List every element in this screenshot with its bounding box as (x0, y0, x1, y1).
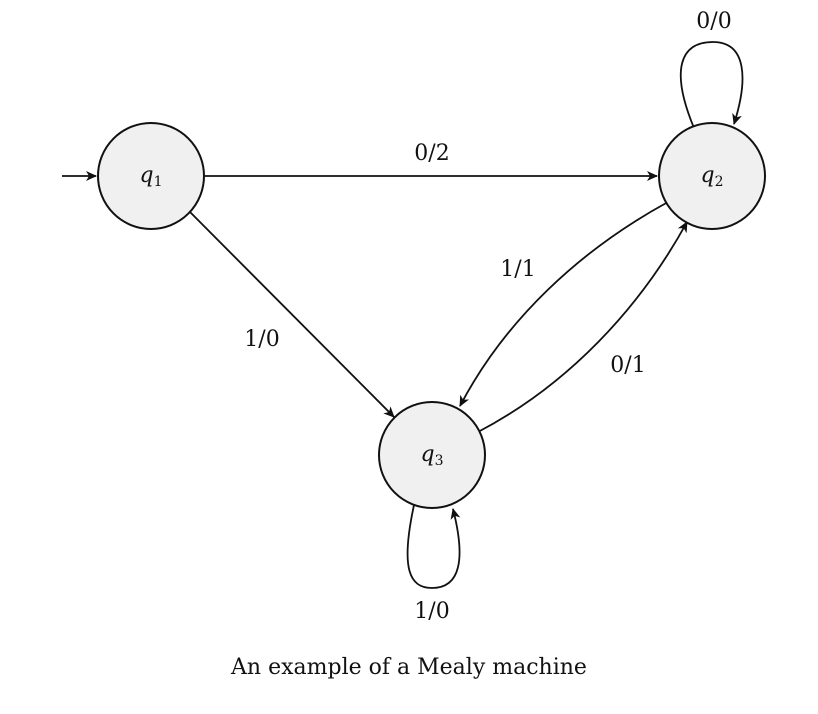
state-q3-circle (378, 401, 486, 509)
edge-q2-q3 (459, 201, 669, 407)
state-q3: q3 (378, 401, 486, 509)
state-q1: q1 (97, 122, 205, 230)
state-q3-label: q3 (420, 442, 443, 469)
state-q1-name: q (139, 163, 153, 188)
edge-label-q3-q2: 0/1 (610, 353, 645, 378)
edge-label-q2-q3: 1/1 (500, 257, 535, 282)
state-q2-circle (658, 122, 766, 230)
edge-q1-q3 (189, 211, 395, 418)
edge-q3-self-loop (406, 504, 461, 589)
edge-q2-self-loop (680, 41, 744, 129)
state-q1-circle (97, 122, 205, 230)
edge-q3-q2 (477, 221, 688, 433)
state-q2-subscript: 2 (715, 174, 724, 190)
state-q1-label: q1 (139, 163, 162, 190)
figure-caption: An example of a Mealy machine (231, 655, 587, 680)
state-q2: q2 (658, 122, 766, 230)
state-q3-subscript: 3 (435, 453, 444, 469)
state-q3-name: q (420, 442, 434, 467)
state-q1-subscript: 1 (154, 174, 163, 190)
edge-label-q3-self-loop: 1/0 (414, 599, 449, 624)
state-q2-label: q2 (700, 163, 723, 190)
edge-label-q1-q2: 0/2 (414, 141, 449, 166)
state-q2-name: q (700, 163, 714, 188)
mealy-machine-diagram: 0/2 1/0 0/0 1/1 0/1 1/0 q1 q2 q3 (62, 9, 766, 624)
edge-label-q2-self-loop: 0/0 (696, 9, 731, 34)
edge-label-q1-q3: 1/0 (244, 327, 279, 352)
